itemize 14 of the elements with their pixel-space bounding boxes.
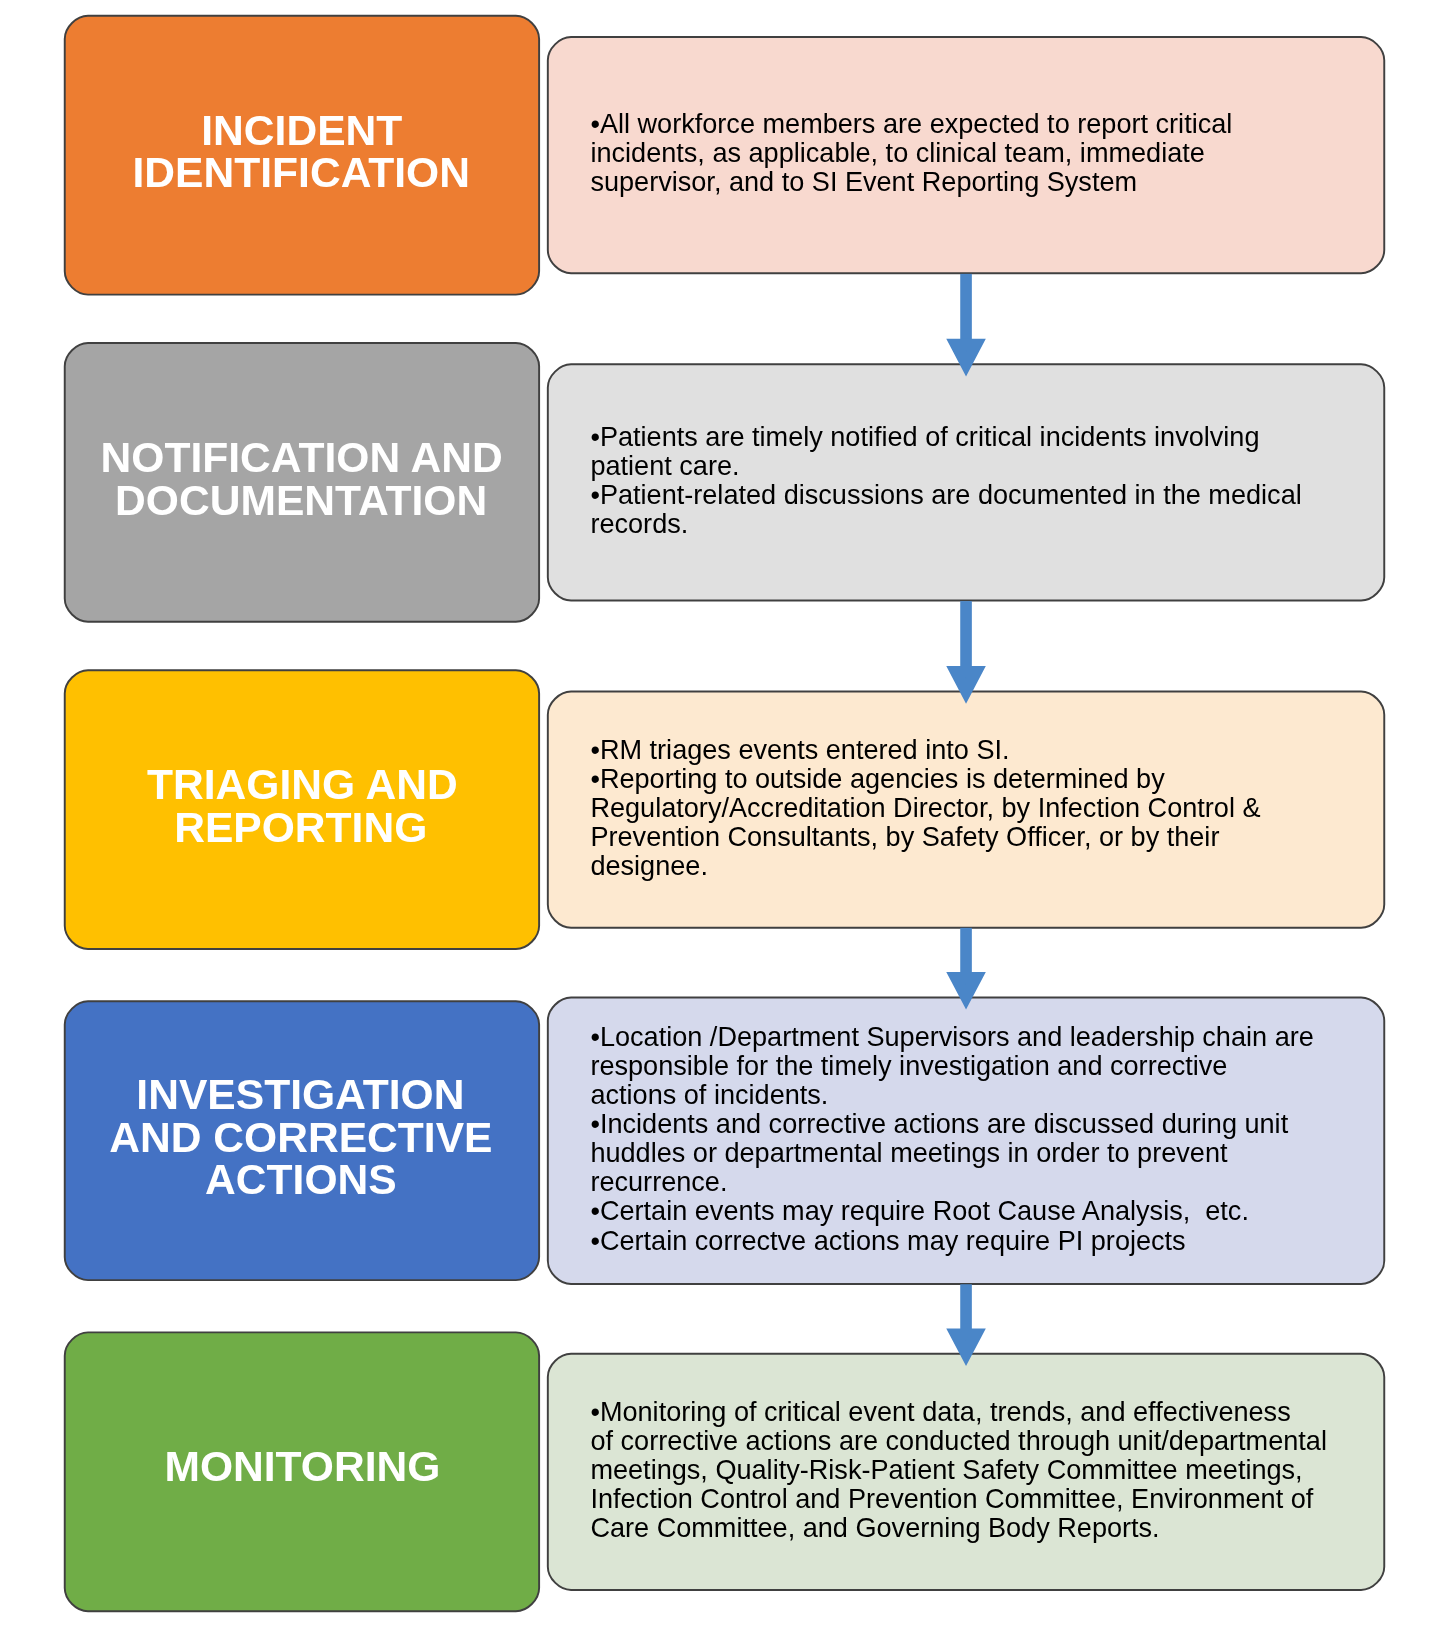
arrow <box>945 1284 986 1367</box>
node-box: NOTIFICATION AND DOCUMENTATION <box>63 342 540 623</box>
arrow <box>945 927 986 1010</box>
node-box: MONITORING <box>63 1331 540 1613</box>
arrow <box>945 273 986 377</box>
node-box: INCIDENT IDENTIFICATION <box>63 14 540 296</box>
node-box: INVESTIGATION AND CORRECTIVE ACTIONS <box>63 1000 540 1282</box>
arrow <box>945 601 986 704</box>
node-box: •RM triages events entered into SI. •Reporting to outside agencies is determined by Regulatory/Accreditation Director, by Infection Control & Prevention Consultants, by Safety Officer, or by their designee. <box>546 690 1385 929</box>
node-box: •All workforce members are expected to report critical incidents, as applicable, to clinical team, immediate supervisor, and to SI Event Reporting System <box>546 36 1385 275</box>
node-box: •Location /Department Supervisors and leadership chain are responsible for the timely investigation and corrective actions of incidents. •Incidents and corrective actions are discussed during unit huddles or departmental meetings in order to prevent recurrence. •Certain events may require Root Cause Analysis, etc. •Certain correctve actions may require PI projects <box>546 996 1385 1285</box>
node-box: •Patients are timely notified of critical incidents involving patient care. •Patient-related discussions are documented in the medical records. <box>546 363 1385 602</box>
node-box: •Monitoring of critical event data, trends, and effectiveness of corrective actions are conducted through unit/departmental meetings, Quality-Risk-Patient Safety Committee meetings, Infection Control and Prevention Committee, Environment of Care Committee, and Governing Body Reports. <box>546 1352 1385 1591</box>
node-box: TRIAGING AND REPORTING <box>63 669 540 950</box>
